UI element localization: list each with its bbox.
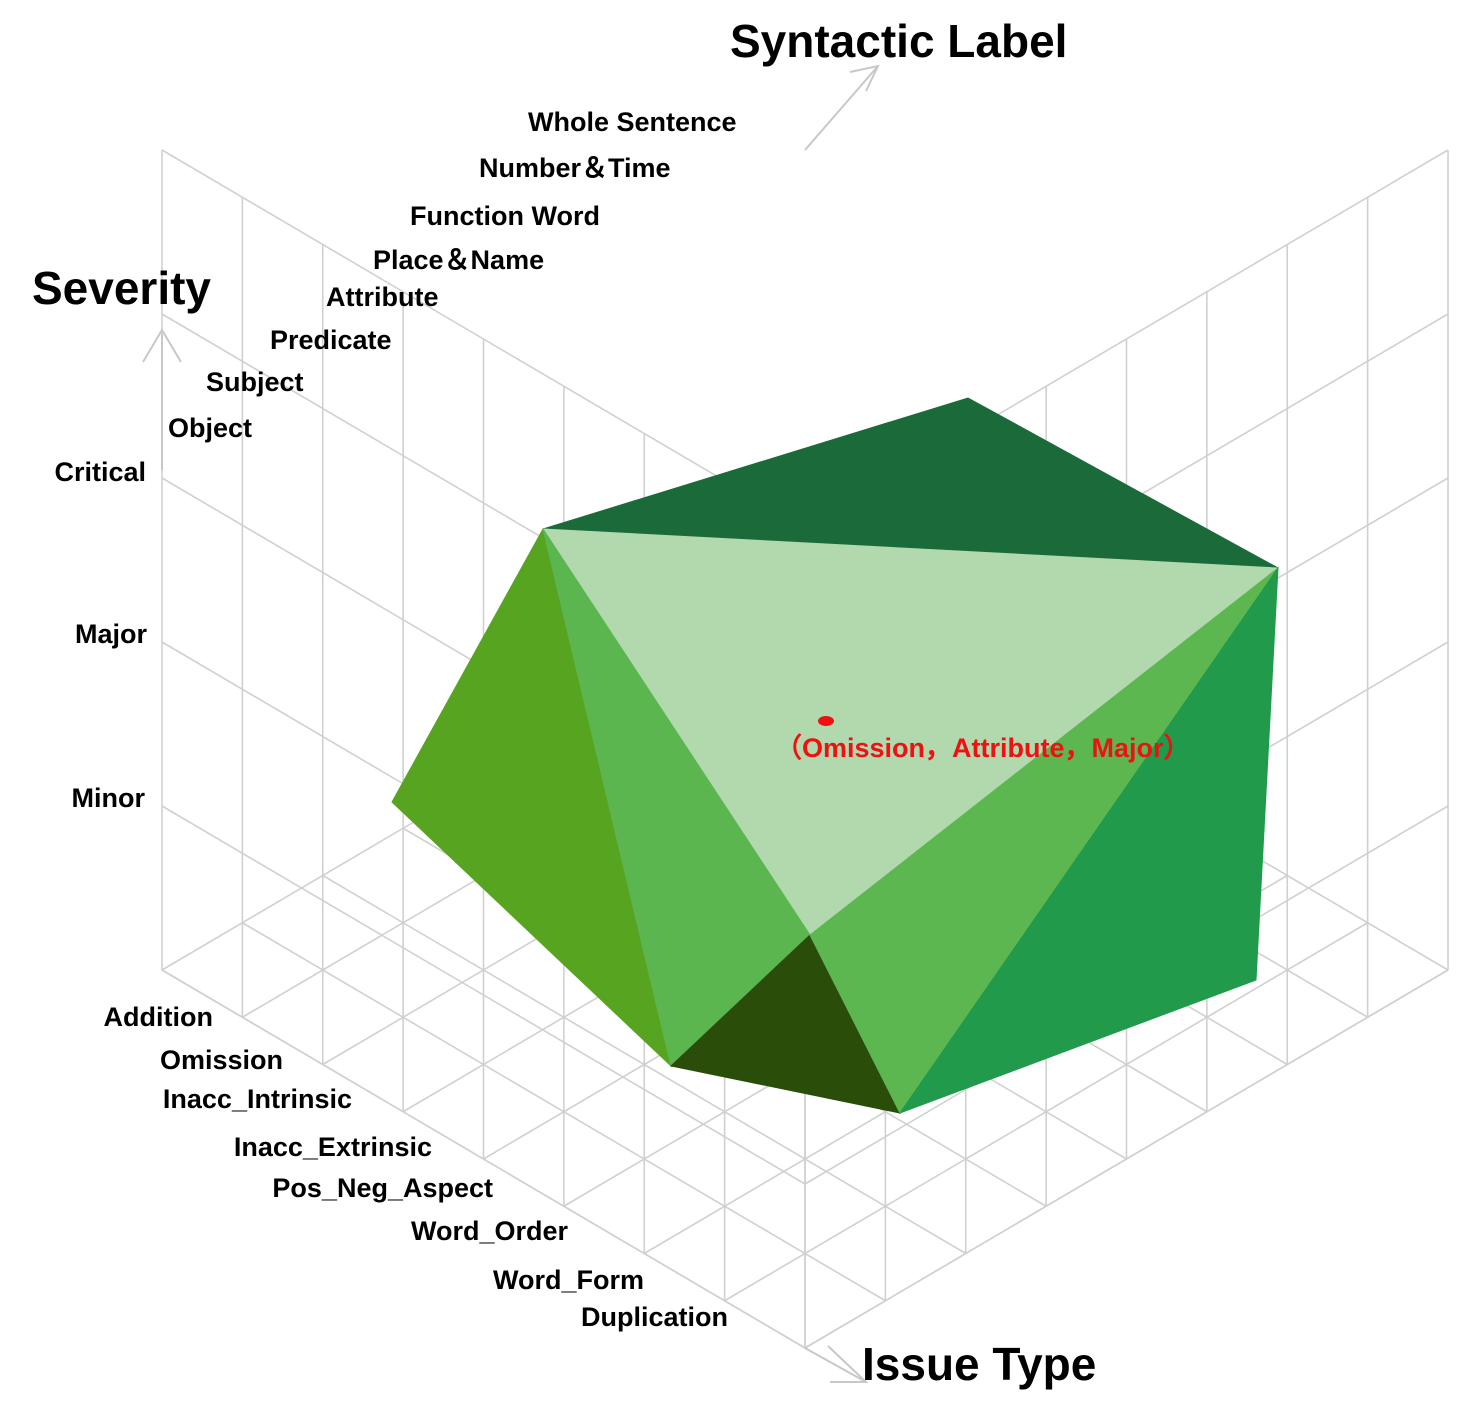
face-right-outer [898, 566, 1279, 1115]
syntactic-tick-label: Subject [206, 367, 304, 397]
severity-tick-label: Critical [54, 457, 146, 487]
issue-axis-line [804, 1347, 867, 1383]
syntactic-tick-label: Object [168, 413, 252, 443]
left-wall-grid-line [161, 805, 806, 1185]
right-wall-grid-line [804, 969, 1449, 1349]
syntactic-axis-arrowhead [849, 64, 880, 92]
highlight-point [818, 716, 834, 726]
syntactic-tick-label: Number＆Time [479, 153, 671, 183]
syntactic-tick-label: Attribute [326, 282, 438, 312]
issue-tick-label: Word_Order [411, 1216, 569, 1246]
left-wall-grid-line [161, 149, 806, 529]
issue-tick-label: Duplication [581, 1302, 728, 1332]
syntactic-tick-label: Place＆Name [373, 245, 544, 275]
syntactic-tick-label: Whole Sentence [528, 107, 737, 137]
issue-tick-label: Addition [104, 1002, 213, 1032]
syntactic-axis-line [804, 65, 879, 151]
severity-tick-label: Major [75, 619, 148, 649]
issue-type-axis-title: Issue Type [862, 1338, 1096, 1390]
severity-tick-label: Minor [72, 783, 146, 813]
issue-tick-label: Pos_Neg_Aspect [272, 1173, 493, 1203]
issue-tick-label: Omission [160, 1045, 283, 1075]
syntactic-tick-label: Predicate [270, 325, 392, 355]
issue-tick-label: Inacc_Intrinsic [163, 1084, 352, 1114]
severity-axis-arrowhead [142, 328, 182, 363]
axis-titles: Syntactic Label Severity Issue Type [32, 15, 1096, 1390]
tick-labels: Minor Major Critical Object Subject Predicate… [54, 107, 736, 1332]
left-wall-grid-line [161, 969, 806, 1349]
issue-axis-arrowhead [827, 1345, 869, 1383]
issue-tick-label: Inacc_Extrinsic [234, 1132, 432, 1162]
syntactic-tick-label: Function Word [410, 201, 600, 231]
axis-arrows [142, 64, 880, 1383]
polyhedron [391, 397, 1280, 1115]
issue-tick-label: Word_Form [493, 1265, 644, 1295]
severity-axis-title: Severity [32, 262, 211, 314]
syntactic-label-axis-title: Syntactic Label [730, 15, 1067, 67]
highlight-label: （Omission，Attribute，Major） [775, 733, 1191, 763]
highlight: （Omission，Attribute，Major） [775, 716, 1191, 763]
